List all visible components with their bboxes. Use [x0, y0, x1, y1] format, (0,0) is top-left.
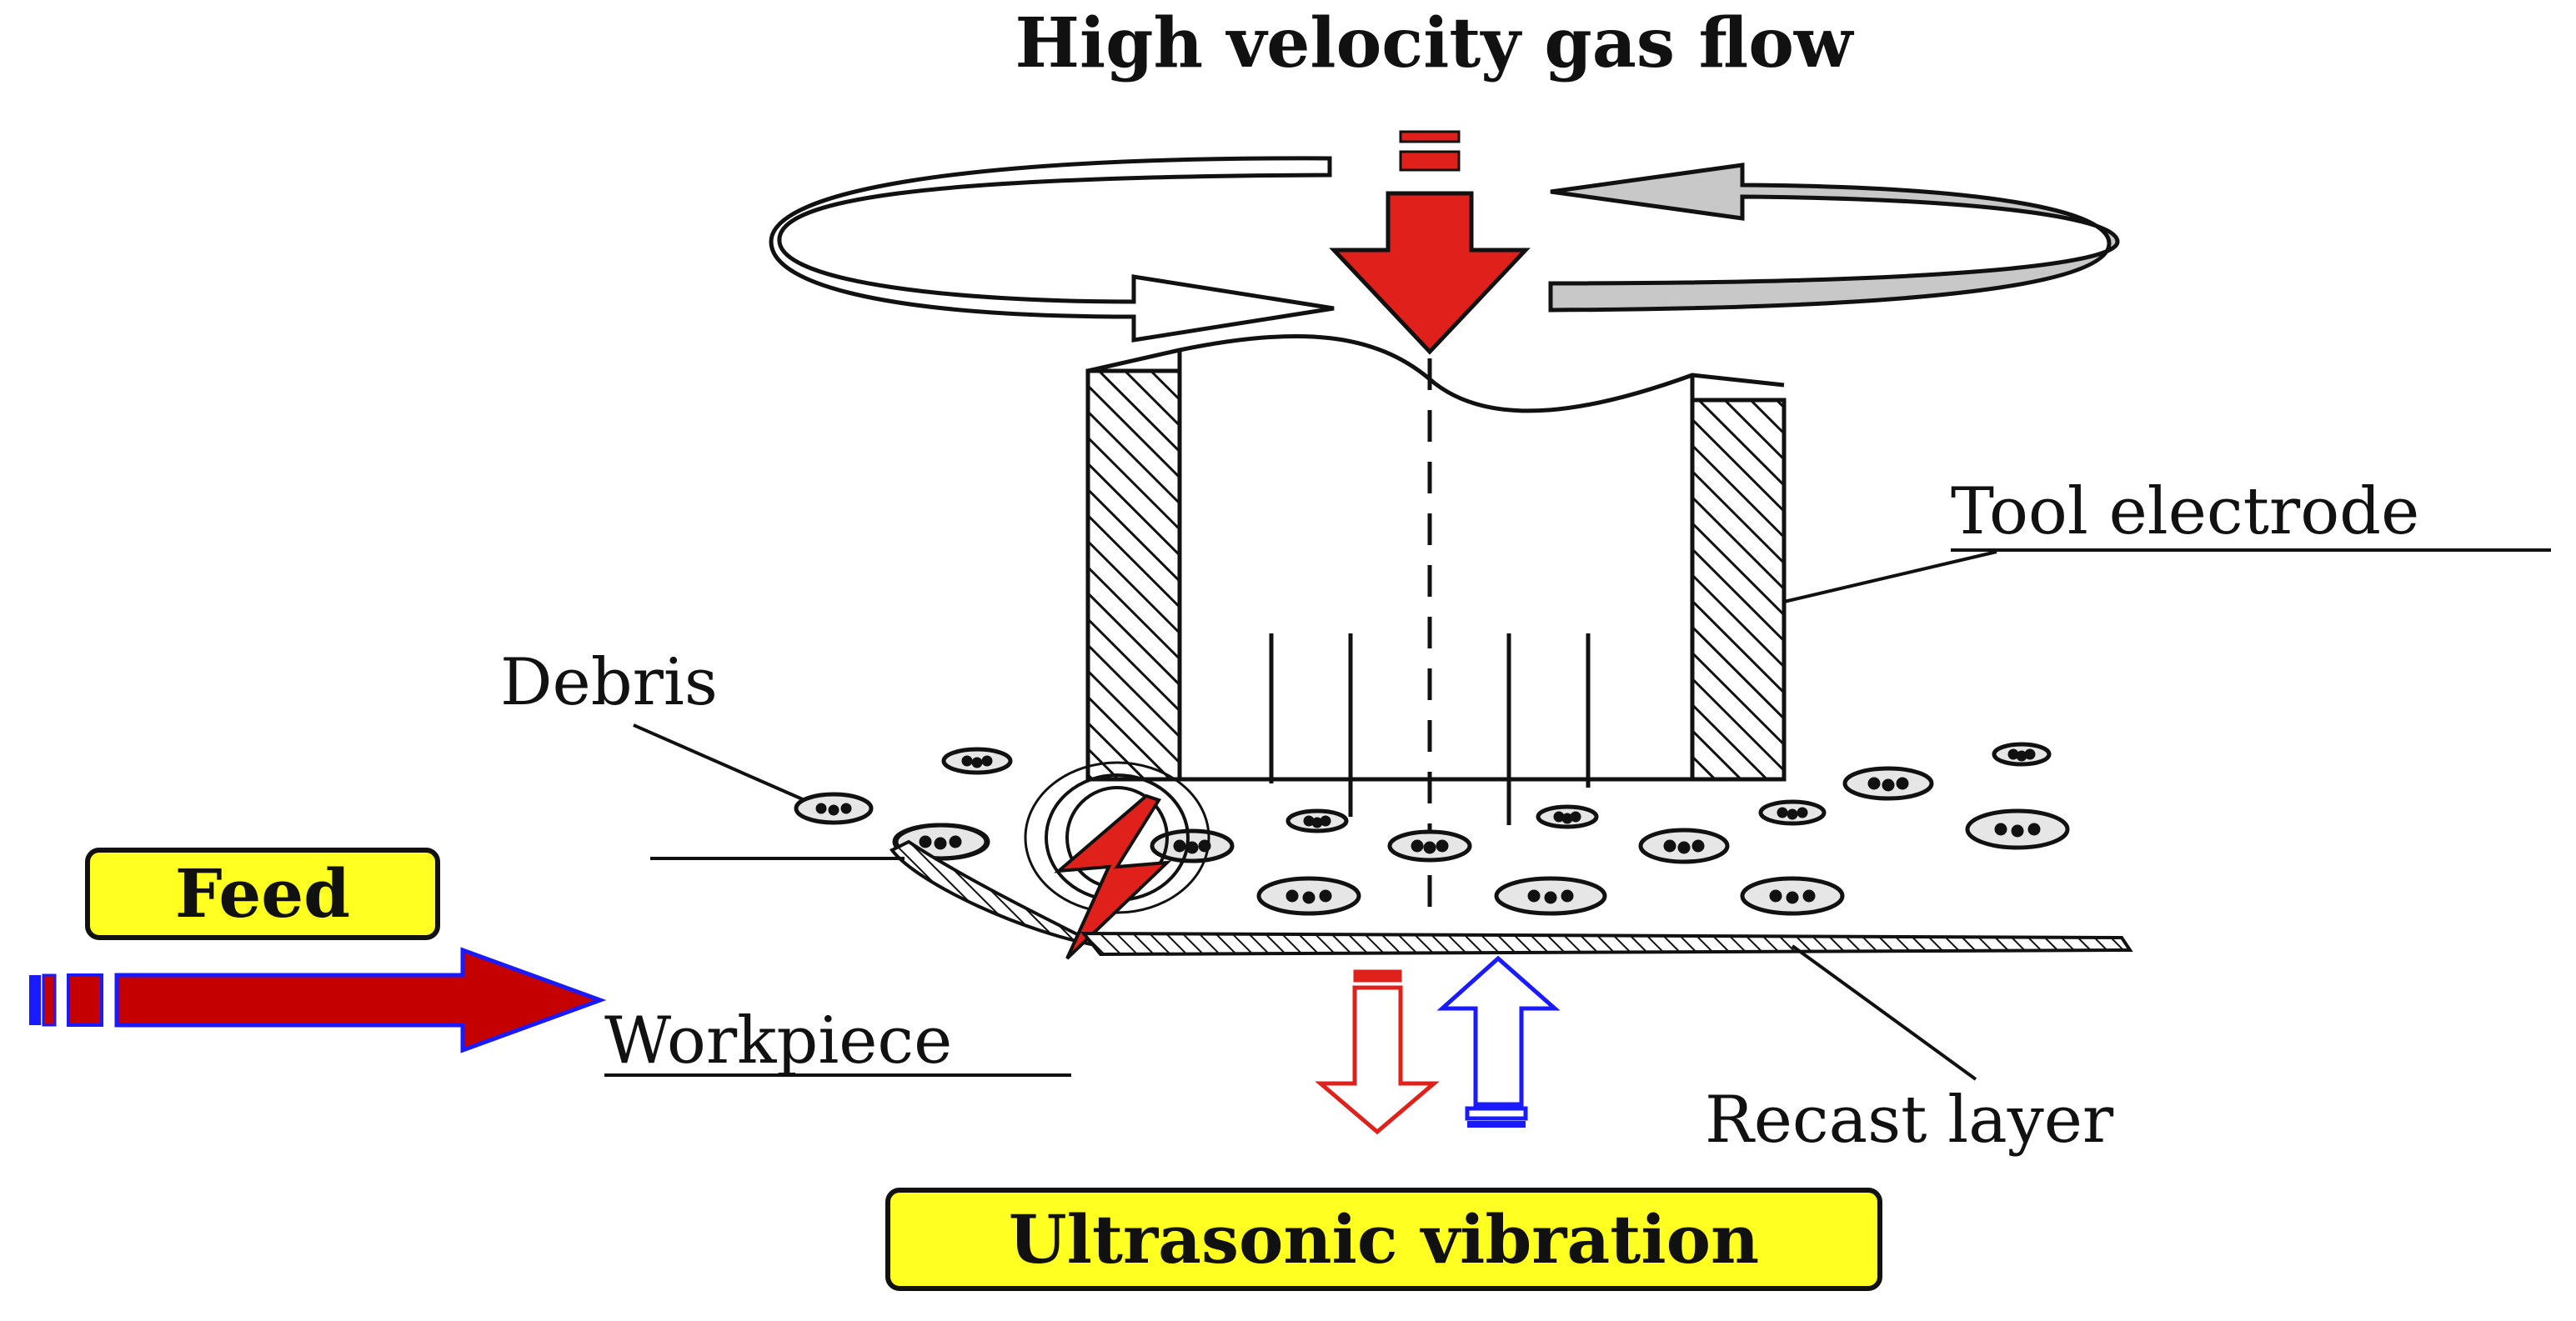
title-label: High velocity gas flow: [1015, 3, 1854, 83]
tool-electrode-leader: [1783, 550, 1997, 603]
tool-electrode-label: Tool electrode: [1951, 474, 2419, 549]
debris-particle: [941, 747, 1013, 775]
debris-particle: [1758, 799, 1827, 826]
debris-particle: [1740, 876, 1845, 916]
debris-particle: [1387, 829, 1472, 863]
electrode-wall-right: [1690, 398, 1787, 782]
vibration-down-arrow: [1315, 969, 1440, 1135]
recast-layer-leader: [1791, 944, 1977, 1081]
debris-particle: [1150, 828, 1235, 863]
debris-particle: [1965, 808, 2070, 850]
debris-particle: [1536, 804, 1599, 829]
electrode-wall-left: [1085, 368, 1182, 782]
workpiece-label: Workpiece: [604, 1003, 952, 1078]
debris-particle: [1256, 876, 1361, 916]
debris-particle: [894, 823, 990, 861]
recast-layer-label: Recast layer: [1705, 1083, 2114, 1158]
feed-label: Feed: [175, 854, 350, 933]
spark-bolt-icon: [1054, 793, 1172, 960]
gas-flow-arrow: [1329, 130, 1531, 355]
rotation-arrow-left: [769, 156, 1335, 343]
debris-particle: [1638, 828, 1730, 864]
debris-particles: [794, 742, 2070, 916]
debris-particle: [1494, 876, 1607, 916]
debris-label: Debris: [500, 645, 718, 720]
ultrasonic-vibration-box: Ultrasonic vibration: [885, 1188, 1882, 1291]
debris-particle: [1842, 766, 1934, 801]
vibration-up-arrow: [1436, 955, 1561, 1128]
debris-particle: [1992, 742, 2052, 767]
rotation-arrows: [769, 156, 2120, 343]
debris-particle: [1285, 808, 1349, 833]
workpiece-surface: [1080, 931, 2133, 957]
spark-region: [889, 761, 1210, 960]
debris-particle: [794, 792, 874, 825]
debris-leader: [633, 723, 805, 802]
ultrasonic-vibration-label: Ultrasonic vibration: [1009, 1200, 1759, 1278]
rotation-arrow-right: [1548, 163, 2120, 313]
tool-electrode: [1085, 333, 1787, 925]
feed-arrow: [29, 947, 607, 1053]
feed-box: Feed: [85, 848, 440, 940]
